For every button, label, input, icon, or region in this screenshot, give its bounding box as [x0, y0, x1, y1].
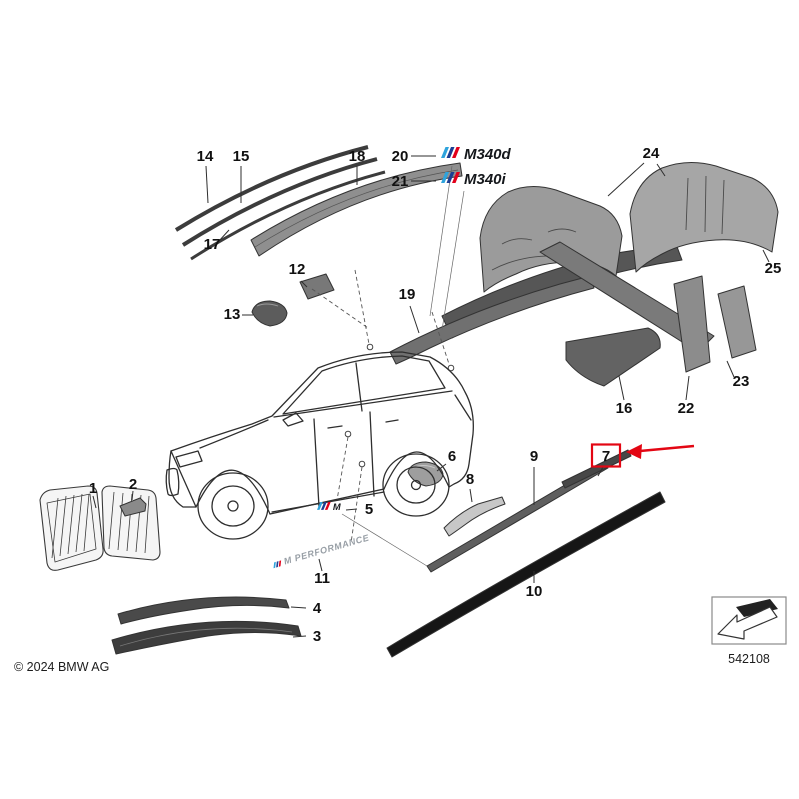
part-16-spoiler-wing [565, 327, 661, 387]
rear-bumper-left-half [479, 186, 623, 293]
part-callout-13[interactable]: 13 [224, 306, 241, 323]
diagram-number: 542108 [728, 652, 770, 666]
part-5-m-badge: M [317, 502, 341, 512]
front-splitter-group [111, 596, 302, 655]
badge-21-text: M340i [464, 171, 507, 188]
rear-bumper-group [479, 162, 779, 373]
trunk-spoiler-group [389, 243, 683, 387]
part-10-sill-strip-long [386, 491, 666, 658]
part-callout-19[interactable]: 19 [399, 286, 416, 303]
highlight-arrow [626, 444, 695, 459]
part-6-mirror-cap [407, 461, 444, 487]
decal-11-text: M PERFORMANCE [283, 532, 371, 566]
part-4-splitter-blade [117, 596, 290, 625]
part-15-roof-strip [181, 157, 378, 247]
car-illustration [165, 351, 474, 540]
part-7-sill-strip-end [561, 449, 632, 489]
part-callout-20[interactable]: 20 [392, 148, 409, 165]
part-callout-12[interactable]: 12 [289, 261, 306, 278]
part-20-m340d-badge: M340d [441, 146, 512, 163]
highlight-box-part-7 [590, 443, 622, 468]
part-callout-4[interactable]: 4 [313, 600, 322, 617]
part-callout-7[interactable]: 7 [602, 448, 610, 465]
part-12-trim-piece [299, 273, 335, 300]
part-1-front-grille [39, 485, 161, 571]
view-direction-icon [711, 596, 787, 645]
part-3-splitter-blade [111, 620, 302, 655]
part-callout-2[interactable]: 2 [129, 476, 137, 493]
part-callout-21[interactable]: 21 [392, 173, 409, 190]
part-9-sill-strip [426, 461, 609, 573]
part-callout-11[interactable]: 11 [314, 570, 330, 587]
part-callout-15[interactable]: 15 [233, 148, 250, 165]
part-callout-6[interactable]: 6 [448, 448, 456, 465]
part-18-roof-spoiler [250, 162, 463, 257]
part-callout-14[interactable]: 14 [197, 148, 214, 165]
part-callout-3[interactable]: 3 [313, 628, 321, 645]
part-17-roof-strip [190, 170, 386, 261]
badge-20-text: M340d [464, 146, 512, 163]
roof-strips-group [174, 145, 386, 261]
part-13-mirror-cap [251, 300, 288, 327]
part-callout-24[interactable]: 24 [643, 145, 660, 162]
part-callout-5[interactable]: 5 [365, 501, 373, 518]
part-callout-10[interactable]: 10 [526, 583, 543, 600]
part-callout-16[interactable]: 16 [616, 400, 633, 417]
copyright-text: © 2024 BMW AG [14, 660, 109, 674]
part-callout-9[interactable]: 9 [530, 448, 538, 465]
part-14-roof-strip [174, 145, 369, 232]
part-callout-18[interactable]: 18 [349, 148, 366, 165]
part-8-sill-trim [443, 496, 506, 537]
part-callout-17[interactable]: 17 [204, 236, 221, 253]
rear-trim-diagonal [539, 241, 715, 353]
rear-bumper-right-half [629, 162, 779, 273]
part-22-bumper-trim [673, 275, 711, 373]
dashed-connectors [311, 165, 465, 567]
part-callout-25[interactable]: 25 [765, 260, 782, 277]
part-callout-1[interactable]: 1 [89, 480, 97, 497]
part-callout-8[interactable]: 8 [466, 471, 474, 488]
part-11-performance-decal: M PERFORMANCE [272, 532, 371, 569]
part-19-spoiler-lip [389, 275, 595, 365]
part-23-bumper-trim [717, 285, 757, 359]
part-21-m340i-badge: M340i [441, 171, 507, 188]
leader-lines [92, 155, 770, 638]
part-2-clip [119, 497, 147, 517]
badge-5-text: M [333, 502, 341, 512]
part-callout-22[interactable]: 22 [678, 400, 695, 417]
part-callout-23[interactable]: 23 [733, 373, 750, 390]
